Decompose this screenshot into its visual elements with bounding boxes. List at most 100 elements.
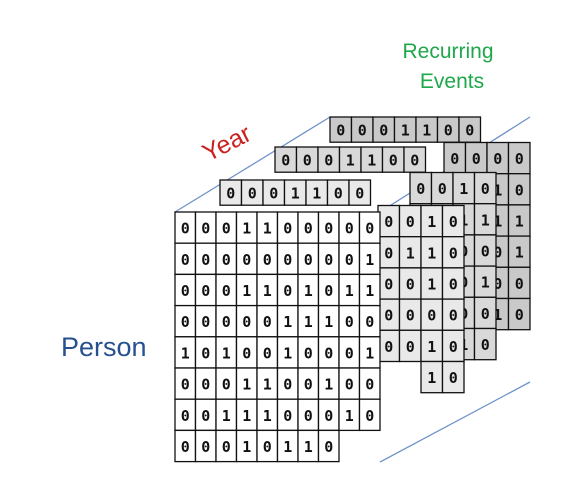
- matrix-cell-value: 0: [201, 220, 210, 238]
- matrix-cell-value: 1: [263, 220, 272, 238]
- matrix-cell-value: 0: [449, 213, 458, 231]
- matrix-cell-value: 1: [304, 313, 313, 331]
- matrix-cell-value: 1: [515, 213, 524, 231]
- matrix-cell-value: 0: [201, 376, 210, 394]
- matrix-cell-value: 0: [406, 213, 415, 231]
- matrix-cell-value: 0: [304, 251, 313, 269]
- matrix-cell-value: 0: [283, 376, 292, 394]
- cube-edge-line: [379, 381, 531, 463]
- matrix-cell-value: 0: [201, 282, 210, 300]
- matrix-cell-value: 0: [384, 276, 393, 294]
- matrix-cell-value: 1: [422, 122, 431, 140]
- matrix-cell-value: 1: [283, 438, 292, 456]
- matrix-cell-value: 1: [263, 407, 272, 425]
- matrix-cell-value: 0: [324, 344, 333, 362]
- matrix-cell-value: 0: [324, 438, 333, 456]
- matrix-cell-value: 0: [181, 251, 190, 269]
- matrix-cell-value: 1: [345, 407, 354, 425]
- matrix-cell-value: 1: [365, 344, 374, 362]
- matrix-cell-value: 0: [449, 276, 458, 294]
- matrix-cell-value: 0: [283, 220, 292, 238]
- matrix-cell-value: 0: [365, 407, 374, 425]
- matrix-cell-value: 0: [427, 307, 436, 325]
- matrix-cell-value: 0: [283, 407, 292, 425]
- matrix-cell-value: 1: [242, 220, 251, 238]
- matrix-cell-value: 0: [222, 438, 231, 456]
- matrix-cell-value: 0: [345, 313, 354, 331]
- matrix-cell-value: 0: [222, 282, 231, 300]
- matrix-cell-value: 0: [304, 376, 313, 394]
- matrix-cell-value: 1: [345, 282, 354, 300]
- matrix-cell-value: 0: [226, 185, 235, 203]
- matrix-cell-value: 0: [181, 282, 190, 300]
- matrix-cell-value: 1: [459, 180, 468, 198]
- matrix-cell-value: 0: [324, 251, 333, 269]
- matrix-cell-value: 0: [481, 336, 490, 354]
- matrix-cell-value: 1: [406, 244, 415, 262]
- matrix-cell-value: 1: [304, 438, 313, 456]
- matrix-cell-value: 1: [304, 282, 313, 300]
- matrix-cell-value: 0: [355, 185, 364, 203]
- matrix-cell-value: 0: [222, 313, 231, 331]
- matrix-cell-value: 0: [181, 438, 190, 456]
- matrix-cell-value: 0: [222, 220, 231, 238]
- matrix-cell-value: 1: [427, 276, 436, 294]
- matrix-cell: [507, 297, 531, 331]
- matrix-cell-value: 0: [181, 407, 190, 425]
- matrix-cell-value: 0: [201, 251, 210, 269]
- matrix-cell-value: 0: [438, 180, 447, 198]
- matrix-cell-value: 1: [515, 244, 524, 262]
- matrix-cell-value: 0: [304, 220, 313, 238]
- matrix-cell-value: 0: [283, 251, 292, 269]
- matrix-cell-value: 0: [515, 306, 524, 324]
- matrix-cell-value: 1: [242, 376, 251, 394]
- matrix-cell-value: 1: [493, 306, 502, 324]
- matrix-cell-value: 1: [365, 251, 374, 269]
- matrix-cell-value: 1: [222, 407, 231, 425]
- matrix-cell-value: 1: [427, 213, 436, 231]
- matrix-cell-value: 0: [493, 275, 502, 293]
- matrix-cell-value: 0: [242, 251, 251, 269]
- matrix-cell-value: 0: [365, 220, 374, 238]
- matrix-cell-value: 0: [304, 407, 313, 425]
- matrix-cell: [473, 327, 497, 361]
- matrix-cell: [358, 398, 381, 432]
- matrix-cell-value: 1: [493, 181, 502, 199]
- matrix-cell-value: 0: [242, 313, 251, 331]
- matrix-cell-value: 0: [263, 313, 272, 331]
- matrix-cell-value: 0: [406, 338, 415, 356]
- matrix-cell-value: 1: [324, 313, 333, 331]
- matrix-cell-value: 0: [345, 220, 354, 238]
- matrix-cell-value: 0: [345, 251, 354, 269]
- matrix-cell-value: 0: [416, 180, 425, 198]
- matrix-cell-value: 0: [449, 369, 458, 387]
- matrix-cell-value: 0: [384, 338, 393, 356]
- matrix-cell-value: 0: [444, 122, 453, 140]
- matrix-cell-value: 0: [472, 150, 481, 168]
- matrix-cell-value: 1: [263, 376, 272, 394]
- matrix-cell-value: 0: [222, 376, 231, 394]
- matrix-cell-value: 1: [242, 282, 251, 300]
- matrix-cell-value: 1: [242, 438, 251, 456]
- matrix-cell-value: 1: [242, 407, 251, 425]
- matrix-cell: [441, 360, 465, 394]
- matrix-cell-value: 1: [312, 185, 321, 203]
- matrix-cell-value: 0: [406, 276, 415, 294]
- matrix-cell-value: 0: [384, 244, 393, 262]
- matrix-cell-value: 0: [379, 122, 388, 140]
- matrix-cell-value: 0: [181, 220, 190, 238]
- matrix-cell-value: 0: [449, 338, 458, 356]
- matrix-cell-value: 0: [324, 407, 333, 425]
- matrix-cell-value: 1: [493, 213, 502, 231]
- matrix-cell-value: 0: [481, 243, 490, 261]
- person-axis-label: Person: [61, 332, 147, 362]
- matrix-cell-value: 0: [222, 251, 231, 269]
- matrix-cell-value: 0: [493, 150, 502, 168]
- matrix-cell-value: 0: [201, 344, 210, 362]
- layer-stack: 0001100000010100011000111000010000110000…: [174, 116, 531, 463]
- matrix-cell-value: 0: [449, 244, 458, 262]
- matrix-cell-value: 1: [291, 185, 300, 203]
- matrix-cell-value: 0: [384, 213, 393, 231]
